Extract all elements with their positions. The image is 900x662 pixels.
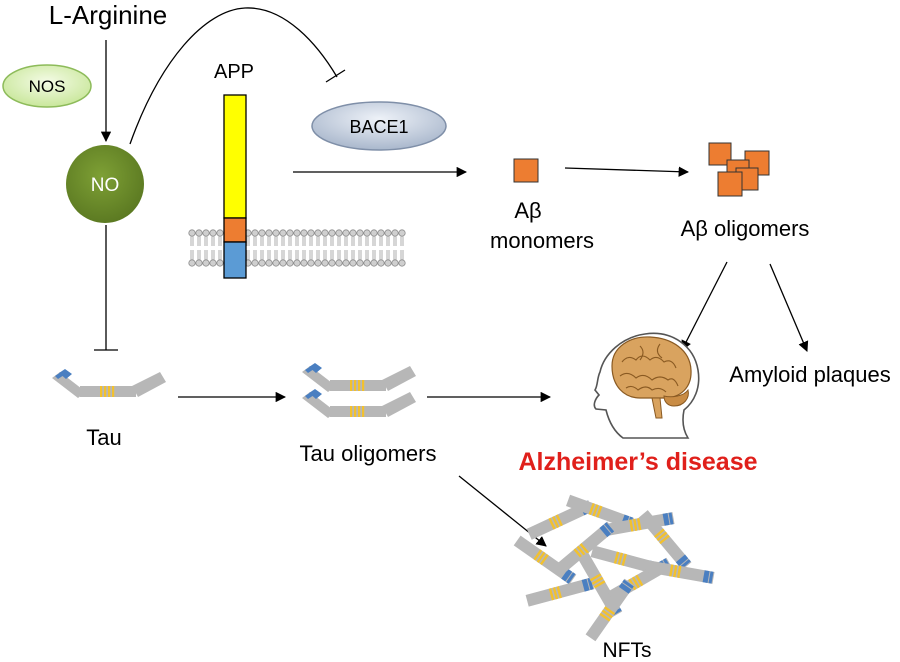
tau-monomer-icon <box>52 369 166 398</box>
app-label: APP <box>214 61 254 83</box>
inhibition-bar-bace1 <box>325 69 346 83</box>
nos-label: NOS <box>29 77 66 96</box>
head-with-brain-icon <box>593 332 700 439</box>
app-intracellular-domain <box>223 241 247 279</box>
tau-oligomers-label: Tau oligomers <box>300 441 437 466</box>
nfts-label: NFTs <box>603 639 652 662</box>
tau-label: Tau <box>86 425 121 450</box>
alzheimers-disease-label: Alzheimer’s disease <box>518 448 757 476</box>
amyloid-plaques-label: Amyloid plaques <box>729 362 890 387</box>
bace1-label: BACE1 <box>349 117 408 137</box>
app-protein <box>223 94 247 279</box>
abeta-monomers-label-line1: Aβ <box>514 198 541 223</box>
app-extracellular-domain <box>223 94 247 219</box>
abeta-monomer-icon <box>513 158 539 183</box>
no-node: NO <box>66 145 144 223</box>
arrow-monomer-to-oligomers <box>564 166 690 177</box>
inhibition-no-to-bace1 <box>129 7 338 145</box>
lipid-bilayer-icon <box>188 229 406 267</box>
arrow-oligomers-to-plaques <box>769 263 809 352</box>
bace1-enzyme: BACE1 <box>311 101 447 151</box>
abeta-oligomers-label: Aβ oligomers <box>681 216 810 241</box>
abeta-monomers-label-line2: monomers <box>490 228 594 253</box>
nfts-tangle-icon <box>513 494 715 642</box>
l-arginine-label: L-Arginine <box>49 0 168 30</box>
abeta-oligomers-icon <box>708 142 770 197</box>
no-label: NO <box>91 175 120 196</box>
arrow-oligomers-to-disease <box>681 261 728 351</box>
app-abeta-domain <box>223 217 247 243</box>
tau-oligomers-icon <box>302 363 416 418</box>
nos-enzyme: NOS <box>2 64 92 108</box>
